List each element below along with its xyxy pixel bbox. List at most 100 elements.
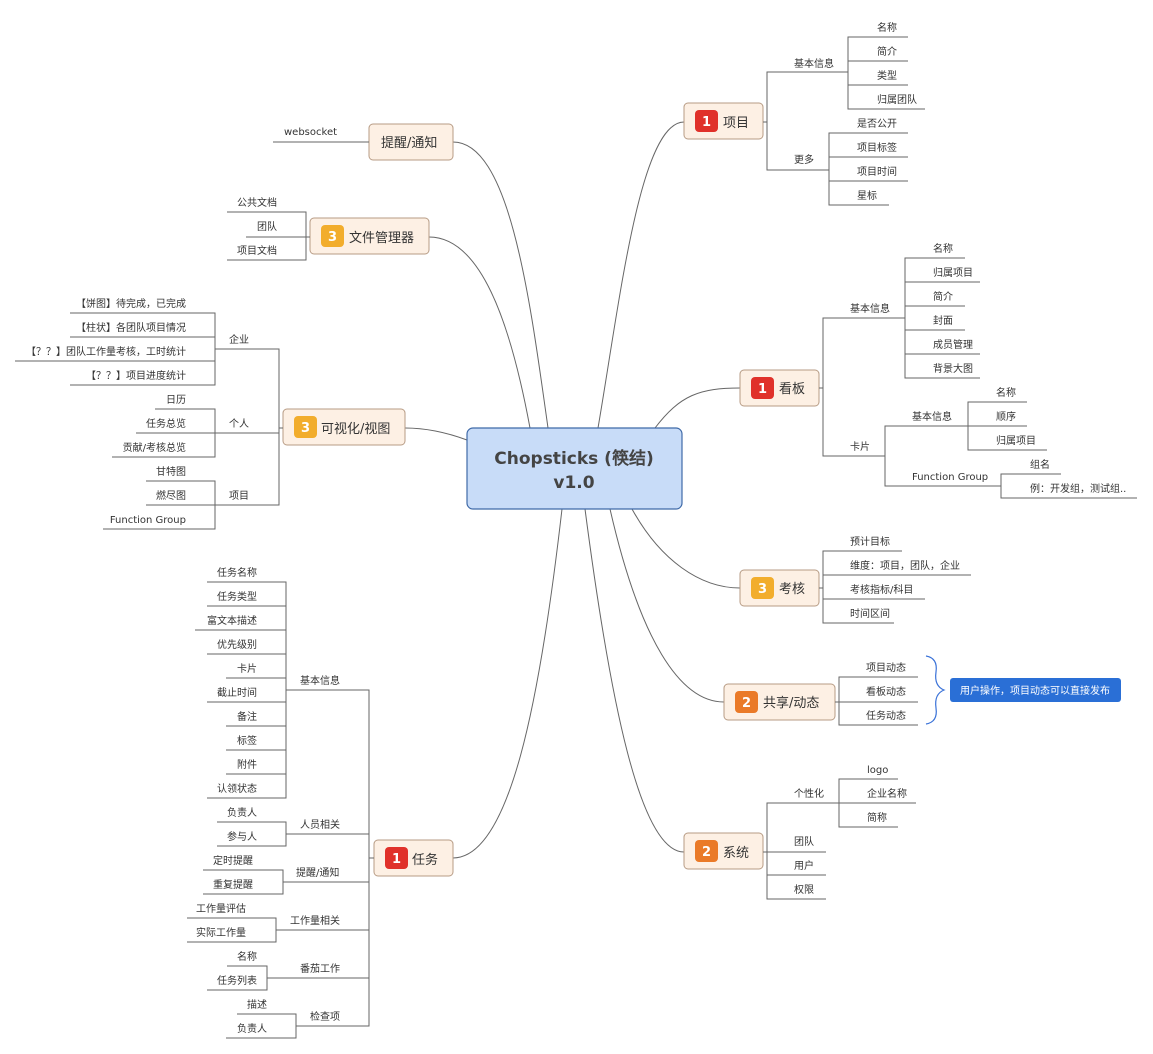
board-branches: 基本信息 卡片 名称 归属项目 简介 封面 成员管理 背景大图 基本信息 Fun…: [819, 242, 1137, 499]
leaf: 名称: [877, 21, 897, 34]
leaf: 名称: [933, 242, 953, 255]
leaf: 公共文档: [237, 196, 277, 209]
files-branches: 公共文档 团队 项目文档: [227, 196, 310, 261]
topic-share[interactable]: 2 共享/动态: [723, 683, 836, 721]
svg-text:2: 2: [702, 845, 711, 860]
leaf: 名称: [996, 386, 1016, 399]
project-basic-label: 基本信息: [794, 57, 834, 70]
leaf: 团队: [794, 835, 814, 848]
priority-1-icon: [385, 847, 408, 869]
leaf: 归属项目: [933, 266, 973, 279]
leaf: 工作量评估: [196, 902, 246, 915]
svg-text:3: 3: [301, 421, 310, 436]
topic-label: 可视化/视图: [321, 422, 390, 437]
topic-files[interactable]: 3 文件管理器: [309, 217, 430, 255]
leaf: 封面: [933, 314, 953, 327]
svg-text:2: 2: [742, 696, 751, 711]
leaf: 顺序: [996, 410, 1016, 423]
topic-label: 考核: [779, 582, 805, 597]
leaf: 定时提醒: [213, 854, 253, 867]
topic-project[interactable]: 1 项目: [683, 102, 764, 140]
leaf: 附件: [237, 758, 257, 771]
leaf: 任务总览: [146, 417, 186, 430]
priority-1-icon: [751, 377, 774, 399]
leaf: 富文本描述: [207, 614, 257, 627]
topic-task[interactable]: 1 任务: [373, 839, 454, 877]
leaf: 类型: [877, 69, 897, 82]
topic-assess[interactable]: 3 考核: [739, 569, 820, 607]
leaf: 简介: [877, 45, 897, 58]
leaf: 用户: [794, 859, 814, 872]
leaf: 贡献/考核总览: [123, 441, 186, 454]
leaf: 甘特图: [156, 465, 186, 478]
leaf: 负责人: [237, 1022, 267, 1035]
leaf: 名称: [237, 950, 257, 963]
leaf: 燃尽图: [156, 489, 186, 502]
share-branches: 项目动态 看板动态 任务动态: [835, 655, 946, 726]
project-label: 项目: [229, 490, 249, 502]
summary-note[interactable]: 用户操作，项目动态可以直接发布: [950, 678, 1121, 702]
leaf: 任务类型: [217, 590, 257, 603]
leaf: 团队: [257, 220, 277, 233]
topic-label: 看板: [779, 381, 805, 397]
topic-visualization[interactable]: 3 可视化/视图: [282, 408, 406, 446]
summary-brace: [925, 655, 946, 725]
priority-3-icon: [321, 225, 344, 247]
priority-1-icon: [695, 110, 718, 132]
personal-label: 个性化: [794, 787, 824, 800]
svg-text:1: 1: [758, 382, 767, 397]
central-version: v1.0: [553, 473, 594, 493]
enterprise-label: 企业: [229, 333, 249, 346]
topic-label: 系统: [723, 846, 749, 861]
leaf: logo: [867, 765, 888, 776]
leaf: 维度：项目，团队，企业: [850, 559, 960, 572]
topic-board[interactable]: 1 看板: [739, 369, 820, 407]
leaf: 企业名称: [867, 787, 907, 800]
topic-label: 任务: [412, 852, 438, 868]
central-topic[interactable]: Chopsticks (筷结) v1.0: [466, 427, 683, 510]
leaf: 任务列表: [217, 974, 257, 987]
leaf: 项目标签: [857, 141, 897, 154]
leaf: 备注: [237, 710, 257, 723]
leaf: 组名: [1030, 458, 1050, 471]
leaf: websocket: [284, 127, 337, 138]
leaf: 任务动态: [866, 709, 906, 722]
group-label: 提醒/通知: [296, 866, 339, 879]
leaf: 时间区间: [850, 607, 890, 620]
svg-text:3: 3: [758, 582, 767, 597]
board-basic-label: 基本信息: [850, 302, 890, 315]
note-text: 用户操作，项目动态可以直接发布: [960, 684, 1110, 697]
board-card-label: 卡片: [850, 440, 870, 453]
topic-label: 共享/动态: [763, 695, 819, 711]
notify-branches: websocket: [273, 127, 369, 143]
svg-text:3: 3: [328, 230, 337, 245]
leaf: 【？？】项目进度统计: [86, 369, 186, 382]
group-label: 人员相关: [300, 818, 340, 831]
topic-system[interactable]: 2 系统: [683, 832, 764, 870]
leaf: 标签: [237, 734, 257, 747]
leaf: 任务名称: [217, 566, 257, 579]
priority-3-icon: [751, 577, 774, 599]
card-basic-label: 基本信息: [912, 410, 952, 423]
viz-branches: 企业 个人 项目 【饼图】待完成，已完成 【柱状】各团队项目情况 【？？】团队工…: [15, 297, 283, 530]
leaf: 负责人: [227, 806, 257, 819]
leaf: 【饼图】待完成，已完成: [76, 297, 186, 310]
topic-label: 项目: [723, 116, 749, 131]
topic-notify[interactable]: 提醒/通知: [368, 123, 454, 161]
group-label: 番茄工作: [300, 962, 340, 975]
svg-text:1: 1: [702, 115, 711, 130]
leaf: 参与人: [227, 830, 257, 843]
leaf: 简称: [867, 811, 887, 824]
project-more-label: 更多: [794, 153, 814, 166]
leaf: 是否公开: [857, 118, 897, 130]
leaf: 考核指标/科目: [850, 583, 913, 596]
leaf: 认领状态: [217, 782, 257, 795]
leaf: 项目时间: [857, 165, 897, 178]
leaf: 卡片: [237, 662, 257, 675]
priority-2-icon: [735, 691, 758, 713]
central-title: Chopsticks (筷结): [494, 448, 653, 469]
topic-label: 提醒/通知: [381, 135, 437, 151]
leaf: 简介: [933, 290, 953, 303]
task-branches: 基本信息 人员相关 提醒/通知 工作量相关 番茄工作 检查项 任务名称 任务类型…: [187, 566, 374, 1039]
